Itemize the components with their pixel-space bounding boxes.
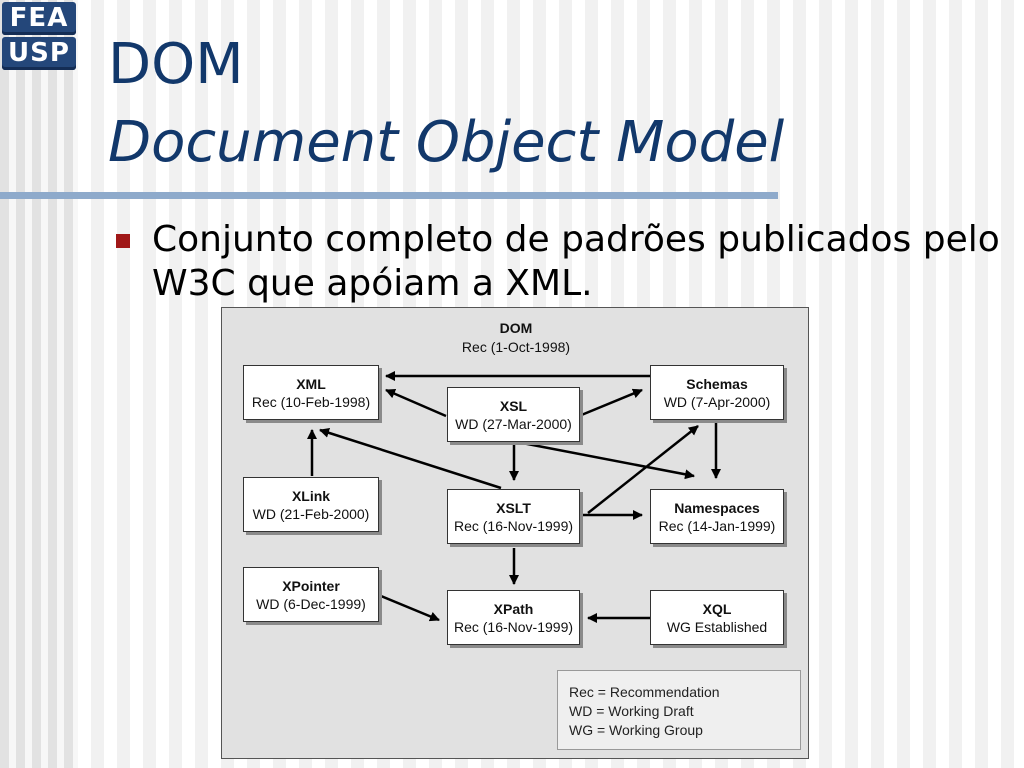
node-xql: XQL WG Established [650, 590, 784, 645]
title-divider [0, 192, 778, 199]
node-xslt: XSLT Rec (16-Nov-1999) [447, 489, 580, 544]
node-xslt-title: XSLT [496, 500, 531, 516]
node-xpath-status: Rec (16-Nov-1999) [453, 619, 574, 635]
node-namespaces-title: Namespaces [674, 500, 760, 516]
node-xlink-title: XLink [291, 488, 331, 504]
node-xpointer-title: XPointer [282, 578, 340, 594]
node-schemas-title: Schemas [686, 376, 748, 392]
arrow-xsl-to-xml [385, 388, 447, 418]
node-xsl-status: WD (27-Mar-2000) [455, 416, 572, 432]
logo-line-2: USP [2, 37, 76, 70]
arrow-xsl-to-namespaces [516, 440, 695, 480]
legend-line-wg: WG = Working Group [569, 722, 703, 738]
arrow-xsl-to-schemas [578, 388, 643, 418]
node-xql-title: XQL [702, 601, 732, 617]
legend-line-wd: WD = Working Draft [569, 703, 694, 719]
node-schemas-status: WD (7-Apr-2000) [663, 394, 771, 410]
node-xsl: XSL WD (27-Mar-2000) [447, 387, 580, 442]
dom-diagram: DOM Rec (1-Oct-1998) XML Rec (10-Feb-199… [221, 307, 809, 759]
logo-line-1: FEA [2, 2, 76, 35]
node-xsl-title: XSL [499, 398, 528, 414]
slide-title: DOM [108, 32, 244, 97]
node-xql-status: WG Established [666, 619, 768, 635]
bullet-text: Conjunto completo de padrões publicados … [152, 219, 1000, 304]
diagram-arrows [307, 371, 721, 623]
node-namespaces: Namespaces Rec (14-Jan-1999) [650, 489, 784, 544]
node-xml-status: Rec (10-Feb-1998) [251, 394, 371, 410]
node-xlink-status: WD (21-Feb-2000) [252, 506, 370, 522]
arrow-xpointer-to-xpath [380, 594, 440, 622]
node-xpointer: XPointer WD (6-Dec-1999) [243, 567, 379, 622]
left-stripe-bar [0, 0, 78, 768]
node-schemas: Schemas WD (7-Apr-2000) [650, 365, 784, 420]
node-xlink: XLink WD (21-Feb-2000) [243, 477, 379, 532]
node-namespaces-status: Rec (14-Jan-1999) [658, 518, 776, 534]
node-xpath-title: XPath [493, 601, 534, 617]
node-xml-title: XML [296, 376, 326, 392]
dom-root-status: Rec (1-Oct-1998) [461, 339, 571, 355]
dom-root-title: DOM [499, 320, 533, 336]
node-xpath: XPath Rec (16-Nov-1999) [447, 590, 580, 645]
node-xslt-status: Rec (16-Nov-1999) [453, 518, 574, 534]
arrow-xslt-to-xml [319, 427, 502, 490]
arrow-xslt-to-schemas [587, 425, 699, 514]
node-xpointer-status: WD (6-Dec-1999) [256, 596, 366, 612]
bullet-square-icon [116, 234, 130, 248]
legend-line-rec: Rec = Recommendation [569, 684, 720, 700]
slide-subtitle: Document Object Model [108, 110, 785, 175]
legend-box: Rec = Recommendation WD = Working Draft … [557, 670, 801, 750]
fea-usp-logo: FEA USP [0, 0, 78, 72]
node-xml: XML Rec (10-Feb-1998) [243, 365, 379, 420]
